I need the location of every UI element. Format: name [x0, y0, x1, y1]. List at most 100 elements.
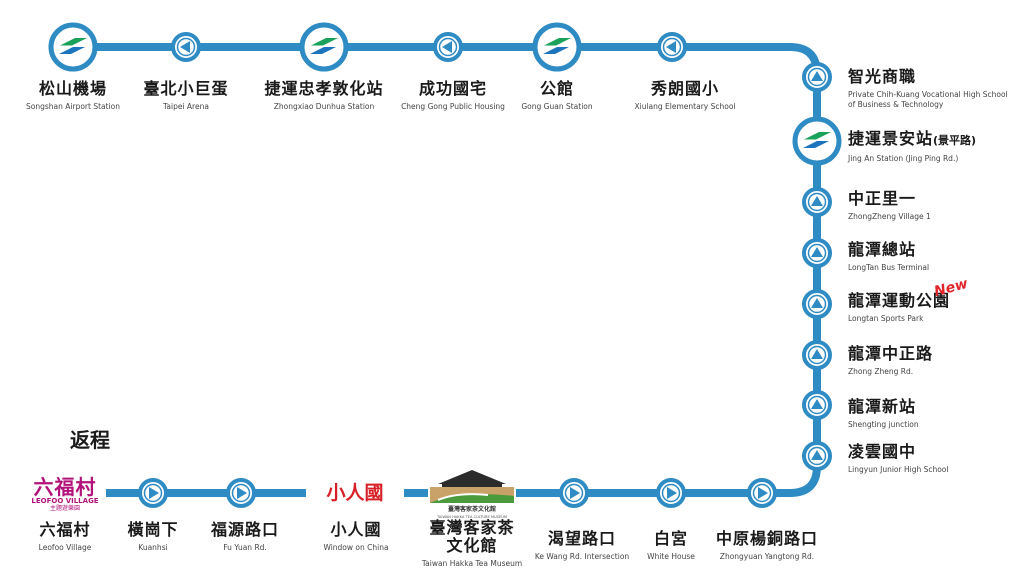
metro-logo-icon	[310, 38, 338, 54]
arrow-right-icon	[758, 487, 768, 499]
station-name-en: Taiwan Hakka Tea Museum	[421, 559, 523, 568]
station-node-zhongyuan-yangtong[interactable]	[747, 478, 777, 508]
station-node-zhongxiao-dunhua[interactable]	[299, 22, 349, 72]
station-name-en: Xiulang Elementary School	[634, 102, 736, 111]
window-on-china-logo-text: 小人國	[326, 482, 383, 504]
station-label-chih-kuang: 智光商職 Private Chih-Kuang Vocational High …	[848, 68, 1008, 110]
station-name-en: Cheng Gong Public Housing	[401, 102, 505, 111]
station-node-longtan-new[interactable]	[802, 390, 832, 420]
arrow-left-icon	[442, 41, 452, 53]
station-name-zh-main: 捷運景安站	[848, 129, 934, 148]
metro-logo-icon	[543, 38, 571, 54]
station-name-zh: 公館	[539, 79, 575, 98]
window-on-china-logo[interactable]: 小人國	[306, 480, 404, 504]
station-label-longtan-sports: 龍潭運動公園 Longtan Sports Park	[848, 292, 950, 324]
station-name-en: Leofoo Village	[38, 543, 92, 552]
station-name-en: Private Chih-Kuang Vocational High Schoo…	[848, 90, 1008, 99]
station-name-zh: 龍潭中正路	[848, 344, 934, 363]
station-node-fu-yuan[interactable]	[226, 478, 256, 508]
station-name-en: Songshan Airport Station	[26, 102, 120, 111]
station-label-kuanhsi: 橫崗下 Kuanhsi	[127, 521, 178, 553]
station-name-en: Taipei Arena	[163, 102, 209, 111]
station-name-zh: 小人國	[330, 520, 382, 539]
hakka-logo-title: 臺灣客家茶文化館	[448, 505, 496, 513]
station-name-en: White House	[647, 552, 695, 561]
station-name-en: Fu Yuan Rd.	[223, 543, 267, 552]
metro-logo-icon	[803, 132, 831, 148]
station-node-kuanhsi[interactable]	[138, 478, 168, 508]
station-name-zh: 臺灣客家茶	[429, 518, 515, 537]
station-label-leofoo: 六福村 Leofoo Village	[39, 521, 92, 553]
station-node-taipei-arena[interactable]	[171, 32, 201, 62]
station-node-ke-wang[interactable]	[559, 478, 589, 508]
station-node-white-house[interactable]	[656, 478, 686, 508]
arrow-up-icon	[811, 298, 823, 308]
station-node-jing-an[interactable]	[792, 116, 842, 166]
station-name-zh: 中正里一	[848, 189, 917, 208]
station-name-zh: 臺北小巨蛋	[143, 79, 229, 98]
window-on-china-logo-mark: 小人國	[306, 480, 404, 504]
station-node-xiulang[interactable]	[657, 32, 687, 62]
station-name-zh: 龍潭運動公園	[848, 291, 951, 310]
station-node-longtan-sports[interactable]	[802, 289, 832, 319]
station-name-en-2: of Business & Technology	[848, 100, 944, 109]
station-name-en: Gong Guan Station	[521, 102, 593, 111]
station-label-longtan-terminal: 龍潭總站 LongTan Bus Terminal	[848, 241, 929, 273]
station-name-en: Shengting junction	[848, 420, 919, 429]
station-label-zhongyuan-yangtong: 中原楊銅路口 Zhongyuan Yangtong Rd.	[716, 530, 818, 562]
direction-label: 返程	[70, 428, 110, 452]
station-label-ke-wang: 渴望路口 Ke Wang Rd. Intersection	[535, 530, 629, 562]
arrow-up-icon	[811, 399, 823, 409]
station-name-zh: 福源路口	[210, 520, 280, 539]
hakka-museum-logo[interactable]: 臺灣客家茶文化館 TAIWAN HAKKA TEA CULTURE MUSEUM	[428, 468, 516, 520]
station-label-xiulang: 秀朗國小 Xiulang Elementary School	[634, 80, 735, 112]
station-name-zh: 白宮	[653, 529, 689, 548]
station-name-en: LongTan Bus Terminal	[848, 263, 930, 272]
leofoo-logo-zh: 六福村	[33, 475, 97, 499]
station-name-en: Kuanhsi	[138, 543, 168, 552]
station-label-songshan: 松山機場 Songshan Airport Station	[26, 80, 120, 112]
arrow-right-icon	[237, 487, 247, 499]
arrow-up-icon	[811, 450, 823, 460]
station-node-chih-kuang[interactable]	[802, 62, 832, 92]
station-label-gong-guan: 公館 Gong Guan Station	[521, 80, 592, 112]
station-name-zh: 龍潭總站	[848, 240, 917, 259]
station-node-lingyun[interactable]	[802, 441, 832, 471]
station-node-zhongzheng-village[interactable]	[802, 187, 832, 217]
station-node-longtan-zhongzheng[interactable]	[802, 340, 832, 370]
station-label-white-house: 白宮 White House	[647, 530, 695, 562]
station-label-fu-yuan: 福源路口 Fu Yuan Rd.	[211, 521, 279, 553]
station-name-zh: 成功國宅	[418, 79, 487, 98]
leofoo-logo-en: LEOFOO VILLAGE	[31, 497, 99, 505]
station-name-zh: 橫崗下	[127, 520, 179, 539]
arrow-right-icon	[570, 487, 580, 499]
leofoo-logo[interactable]: 六福村 LEOFOO VILLAGE 主題遊樂園	[24, 477, 106, 512]
station-name-zh: 捷運景安站(景平路)	[848, 130, 976, 150]
hakka-museum-logo-mark: 臺灣客家茶文化館 TAIWAN HAKKA TEA CULTURE MUSEUM	[428, 468, 516, 520]
station-name-en: Zhongxiao Dunhua Station	[273, 102, 375, 111]
station-name-en: Window on China	[323, 543, 389, 552]
station-label-jing-an: 捷運景安站(景平路) Jing An Station (Jing Ping Rd…	[848, 130, 976, 164]
station-label-zhongxiao-dunhua: 捷運忠孝敦化站 Zhongxiao Dunhua Station	[264, 80, 383, 112]
arrow-left-icon	[180, 41, 190, 53]
station-label-window-china: 小人國 Window on China	[323, 521, 388, 553]
station-name-en: Zhongyuan Yangtong Rd.	[719, 552, 815, 561]
station-name-zh: 捷運忠孝敦化站	[264, 79, 384, 98]
station-node-cheng-gong[interactable]	[433, 32, 463, 62]
station-node-longtan-terminal[interactable]	[802, 238, 832, 268]
station-label-cheng-gong: 成功國宅 Cheng Gong Public Housing	[401, 80, 505, 112]
station-node-songshan[interactable]	[48, 22, 98, 72]
route-line	[73, 43, 821, 497]
station-label-longtan-new: 龍潭新站 Shengting junction	[848, 398, 919, 430]
station-name-zh-2: 文化館	[446, 536, 498, 555]
station-name-en: Zhong Zheng Rd.	[848, 367, 914, 376]
station-label-taipei-arena: 臺北小巨蛋 Taipei Arena	[143, 80, 228, 112]
station-name-zh: 龍潭新站	[848, 397, 917, 416]
station-node-gong-guan[interactable]	[532, 22, 582, 72]
station-label-longtan-zhongzheng: 龍潭中正路 Zhong Zheng Rd.	[848, 345, 933, 377]
arrow-up-icon	[811, 196, 823, 206]
station-name-zh: 智光商職	[848, 67, 917, 86]
arrow-left-icon	[666, 41, 676, 53]
metro-logo-icon	[59, 38, 87, 54]
